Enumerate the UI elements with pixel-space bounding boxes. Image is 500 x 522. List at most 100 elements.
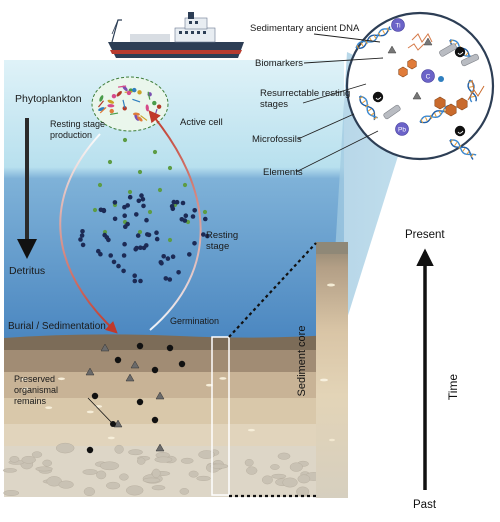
dna-strand bbox=[467, 79, 478, 102]
label-time: Time bbox=[446, 373, 460, 401]
resting-stage-dot bbox=[136, 198, 142, 204]
resting-stage-dot bbox=[80, 242, 86, 248]
resting-stage-dot bbox=[112, 216, 118, 222]
microfossil-body bbox=[460, 53, 480, 67]
dna-base-pair bbox=[462, 147, 466, 152]
remains-microfossil bbox=[155, 443, 165, 452]
dna-base-pair bbox=[360, 42, 364, 47]
remains-microfossil bbox=[130, 360, 140, 369]
label-present: Present bbox=[405, 229, 445, 241]
remains-resting-cyst bbox=[136, 342, 144, 350]
resurrectable-cyst-icon bbox=[454, 46, 466, 58]
remains-resting-cyst bbox=[91, 392, 99, 400]
element-badge-icon bbox=[438, 76, 444, 82]
dna-strand bbox=[355, 28, 392, 49]
dna-helix-icon bbox=[359, 95, 378, 121]
phytoplankton-cell bbox=[99, 95, 104, 102]
dna-base-pair bbox=[370, 112, 375, 116]
resting-stage-dot bbox=[170, 254, 176, 259]
sediment-pebble bbox=[21, 455, 36, 464]
label-sedadna: Sedimentary ancient DNA bbox=[250, 23, 360, 34]
label-elements: Elements bbox=[263, 167, 303, 178]
resting-stage-dot bbox=[205, 233, 210, 239]
inset-circle bbox=[345, 11, 495, 161]
sediment-pebble bbox=[270, 464, 280, 470]
sediment-pebble bbox=[261, 475, 273, 485]
label-detritus: Detritus bbox=[9, 265, 46, 277]
label-past: Past bbox=[413, 499, 437, 511]
label-burial: Burial / Sedimentation bbox=[8, 321, 106, 332]
phytoplankton-cell bbox=[147, 91, 151, 100]
resting-stage-dot bbox=[187, 252, 192, 257]
resting-stage-dot bbox=[192, 208, 197, 213]
microfossil-icon bbox=[383, 104, 401, 120]
sediment-pebble bbox=[82, 469, 98, 475]
sediment-pebble bbox=[58, 480, 74, 489]
resting-stage-dot bbox=[78, 237, 83, 242]
dna-base-pair bbox=[434, 112, 437, 117]
phytoplankton-cell bbox=[156, 104, 162, 109]
dna-base-pair bbox=[386, 27, 390, 32]
phytoplankton-cell bbox=[107, 104, 115, 108]
dna-base-pair bbox=[449, 39, 454, 44]
phytoplankton-cell bbox=[107, 99, 115, 104]
microfossil-diatom-icon bbox=[412, 91, 422, 100]
dna-helix-icon bbox=[449, 139, 477, 160]
dna-base-pair bbox=[359, 96, 364, 100]
phytoplankton-cell bbox=[118, 85, 127, 88]
element-symbol: Pb bbox=[398, 127, 406, 134]
remains-resting-cyst bbox=[178, 360, 186, 368]
dna-base-pair bbox=[356, 45, 360, 49]
microfossil-body bbox=[383, 104, 401, 120]
label-biomarkers: Biomarkers bbox=[255, 58, 304, 69]
sediment-pebble bbox=[55, 442, 75, 454]
sediment-pebble bbox=[297, 474, 311, 484]
sediment-shell bbox=[247, 428, 255, 432]
element-symbol: Ti bbox=[395, 23, 400, 30]
resting-stage-dot bbox=[165, 256, 171, 261]
dna-base-pair bbox=[466, 150, 470, 155]
dna-base-pair bbox=[362, 100, 366, 104]
resting-stage-dot bbox=[145, 232, 150, 237]
element-badge-icon bbox=[395, 122, 409, 136]
sediment-shell bbox=[57, 377, 65, 381]
active-cell-dot bbox=[92, 207, 98, 213]
biomarker-hexagon-icon bbox=[398, 66, 408, 78]
resting-stage-dot bbox=[163, 276, 169, 281]
active-cell-dot bbox=[167, 165, 173, 171]
dna-base-pair bbox=[364, 104, 369, 108]
resting-stage-dot bbox=[138, 278, 143, 284]
sediment-pebble bbox=[119, 473, 129, 481]
dna-base-pair bbox=[470, 95, 476, 98]
label-preserved-remains: Preserved organismal remains bbox=[14, 374, 59, 406]
dna-base-pair bbox=[420, 119, 424, 124]
sediment-pebble bbox=[179, 488, 190, 495]
dna-base-pair bbox=[373, 35, 377, 39]
sediment-pebble bbox=[246, 466, 258, 475]
sediment-shell bbox=[22, 387, 30, 391]
cyst-highlight bbox=[457, 51, 464, 55]
sediment-pebble bbox=[96, 470, 107, 480]
resting-stage-dot bbox=[201, 232, 206, 237]
microfossil-body bbox=[439, 43, 457, 57]
resting-stage-dot bbox=[174, 199, 180, 205]
resting-stage-dot bbox=[138, 245, 143, 250]
dna-strand bbox=[359, 95, 378, 119]
sediment-pebble bbox=[271, 473, 287, 479]
active-cell-dot bbox=[167, 237, 173, 243]
resting-stage-cells bbox=[78, 193, 210, 284]
active-cell-dot bbox=[147, 209, 153, 215]
resting-stage-dot bbox=[121, 253, 127, 258]
sediment-pebble bbox=[128, 449, 143, 456]
sediment-pebble bbox=[198, 450, 215, 459]
sediment-pebble bbox=[244, 459, 254, 467]
dna-helix-icon bbox=[355, 26, 392, 49]
preserved-remains-leader bbox=[87, 397, 114, 425]
biomarker-chain-icon bbox=[411, 33, 433, 43]
resting-stage-dot bbox=[140, 197, 146, 202]
sediment-layers bbox=[4, 334, 344, 497]
resting-stage-dot bbox=[132, 273, 137, 279]
sediment-shell bbox=[86, 410, 94, 414]
